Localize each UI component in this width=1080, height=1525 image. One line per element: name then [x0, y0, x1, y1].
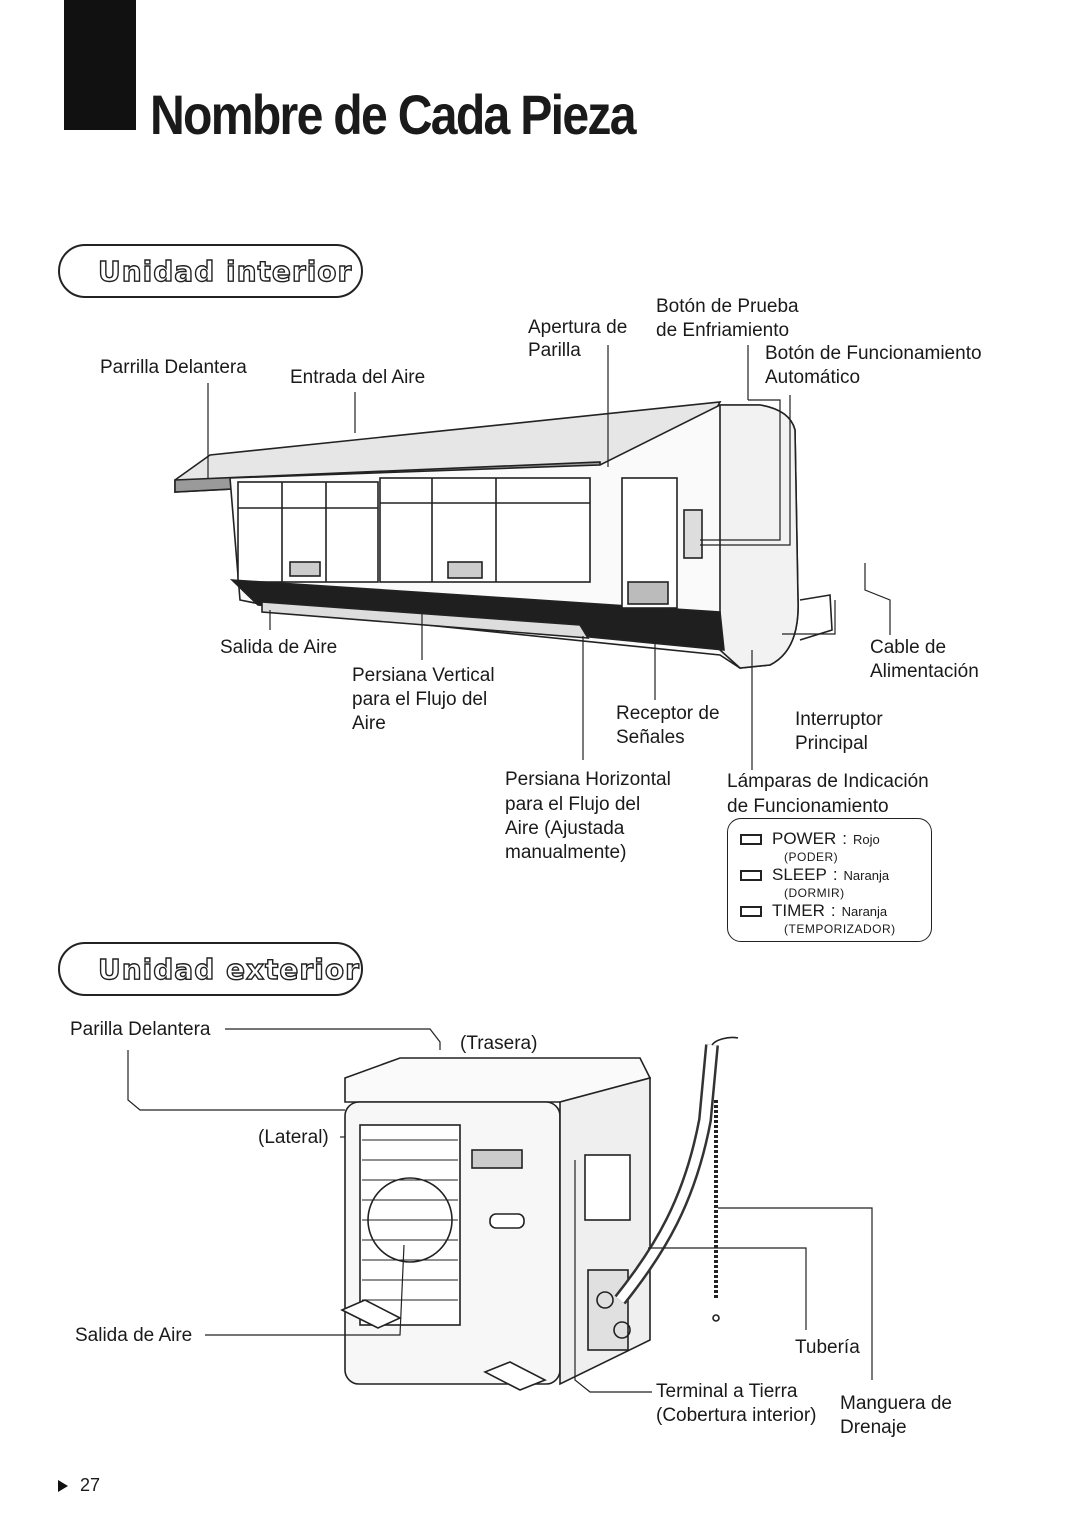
label-piping: Tubería: [795, 1337, 860, 1358]
label-rear: (Trasera): [460, 1033, 538, 1054]
lamp-indicator-icon: [740, 869, 762, 881]
lamp-color: Naranja: [841, 903, 888, 919]
lamp-translation: (PODER): [784, 850, 839, 864]
indoor-leader-lines: [207, 345, 891, 770]
label-horizontal-louver-4: manualmente): [505, 842, 627, 863]
label-ground-terminal-2: (Cobertura interior): [656, 1405, 817, 1426]
lamp-separator: :: [830, 901, 836, 920]
lamp-color: Rojo: [852, 831, 880, 847]
lamp-indicator-icon: [740, 905, 762, 917]
page-footer: 27: [58, 1475, 100, 1496]
label-vertical-louver-1: Persiana Vertical: [352, 665, 495, 686]
outdoor-section-title: Unidad exterior: [97, 952, 360, 986]
label-receiver-2: Señales: [616, 727, 685, 748]
page-title: Nombre de Cada Pieza: [150, 83, 637, 146]
label-test-cooling-1: Botón de Prueba: [656, 296, 799, 317]
lamp-row-timer: TIMER : Naranja: [740, 901, 887, 921]
label-horizontal-louver-1: Persiana Horizontal: [505, 769, 671, 790]
label-outdoor-front-grille: Parilla Delantera: [70, 1019, 211, 1040]
indicator-lamp-legend: POWER : Rojo (PODER) SLEEP : Naranja (DO…: [727, 818, 932, 942]
lamp-code: POWER: [772, 829, 837, 848]
label-air-outlet: Salida de Aire: [220, 637, 338, 658]
lamp-row-sleep: SLEEP : Naranja: [740, 865, 889, 885]
indoor-section-title: Unidad interior: [97, 254, 353, 288]
label-main-switch-2: Principal: [795, 733, 868, 754]
label-drain-hose-2: Drenaje: [840, 1417, 907, 1438]
label-main-switch-1: Interruptor: [795, 709, 883, 730]
label-indicator-lamps-1: Lámparas de Indicación: [727, 771, 929, 792]
indoor-section-header: Unidad interior: [58, 244, 363, 298]
label-power-cable-2: Alimentación: [870, 661, 979, 682]
lamp-separator: :: [842, 829, 847, 848]
label-horizontal-louver-3: Aire (Ajustada: [505, 818, 625, 839]
lamp-color: Naranja: [843, 867, 890, 883]
lamp-translation: (TEMPORIZADOR): [784, 922, 896, 936]
indoor-unit-illustration: [174, 401, 833, 669]
label-side: (Lateral): [258, 1127, 329, 1148]
outdoor-section-header: Unidad exterior: [58, 942, 363, 996]
lamp-code: TIMER: [772, 901, 825, 920]
title-bar-block: [64, 0, 136, 130]
label-front-grille: Parrilla Delantera: [100, 357, 247, 378]
label-air-intake: Entrada del Aire: [290, 367, 426, 388]
outdoor-unit-illustration: [340, 1036, 739, 1391]
label-outdoor-air-outlet: Salida de Aire: [75, 1325, 193, 1346]
lamp-translation: (DORMIR): [784, 886, 845, 900]
label-ground-terminal-1: Terminal a Tierra: [656, 1381, 798, 1402]
label-vertical-louver-2: para el Flujo del: [352, 689, 488, 710]
lamp-row-power: POWER : Rojo: [740, 829, 880, 849]
lamp-code: SLEEP: [772, 865, 827, 884]
lamp-indicator-icon: [740, 833, 762, 845]
page-number: 27: [80, 1475, 101, 1495]
label-power-cable-1: Cable de: [870, 637, 947, 658]
label-horizontal-louver-2: para el Flujo del: [505, 794, 641, 815]
outdoor-leader-lines: [127, 1028, 873, 1393]
label-receiver-1: Receptor de: [616, 703, 720, 724]
lamp-separator: :: [832, 865, 838, 884]
triangle-marker-icon: [58, 1479, 68, 1492]
label-test-cooling-2: de Enfriamiento: [656, 320, 790, 341]
label-indicator-lamps-2: de Funcionamiento: [727, 796, 889, 817]
label-auto-button-1: Botón de Funcionamiento: [765, 343, 982, 364]
label-auto-button-2: Automático: [765, 367, 861, 388]
label-grille-opening-2: Parilla: [528, 340, 581, 361]
label-drain-hose-1: Manguera de: [840, 1393, 952, 1414]
label-grille-opening-1: Apertura de: [528, 317, 628, 338]
label-vertical-louver-3: Aire: [352, 713, 386, 734]
